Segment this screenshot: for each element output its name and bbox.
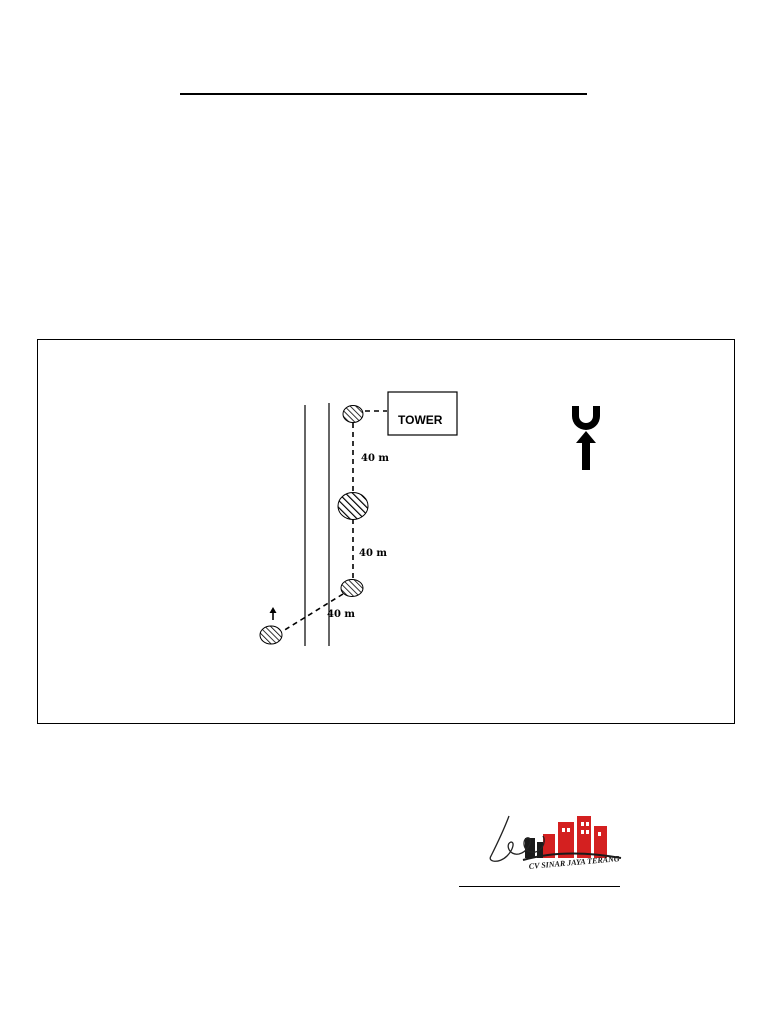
cable-route (282, 410, 387, 632)
distance-label-bottom: 40 m (327, 609, 355, 620)
compass-letter-u (572, 406, 600, 430)
signature (489, 815, 545, 862)
pole-middle-large (337, 492, 369, 520)
company-stamp: CV SINAR JAYA TERANG (489, 815, 622, 871)
company-logo (522, 816, 622, 861)
pole-top (342, 405, 364, 423)
tower-label: TOWER (398, 413, 443, 427)
distance-label-top: 40 m (361, 453, 389, 464)
tower-box (387, 391, 458, 436)
signature-line (459, 886, 620, 887)
north-arrow-icon (572, 406, 600, 470)
title-underline (180, 93, 587, 95)
site-map-frame (37, 339, 735, 724)
arrow-up-icon (269, 607, 277, 620)
pole-start (259, 625, 283, 645)
pole-lower (340, 579, 364, 597)
distance-label-middle: 40 m (359, 548, 387, 559)
